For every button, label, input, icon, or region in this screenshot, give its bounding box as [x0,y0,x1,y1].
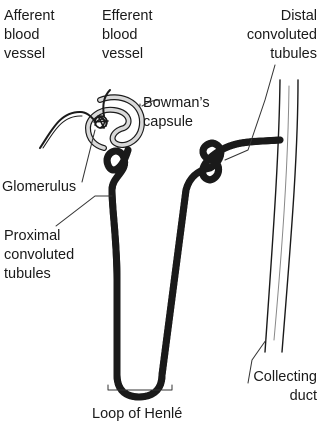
loop-of-henle-label: Loop of Henlé [92,405,182,424]
collecting-duct-label: Collecting duct [253,368,317,406]
nephron-tubule [107,140,280,397]
distal-convoluted-tubules-label: Distal convoluted tubules [247,7,317,64]
glomerulus-label: Glomerulus [2,178,76,197]
collecting-duct [265,80,298,352]
efferent-blood-vessel-label: Efferent blood vessel [102,7,153,64]
afferent-blood-vessel-label: Afferent blood vessel [4,7,55,64]
bowmans-capsule-label: Bowman’s capsule [143,94,210,132]
proximal-convoluted-tubules-label: Proximal convoluted tubules [4,227,74,284]
glomerulus [94,116,108,128]
